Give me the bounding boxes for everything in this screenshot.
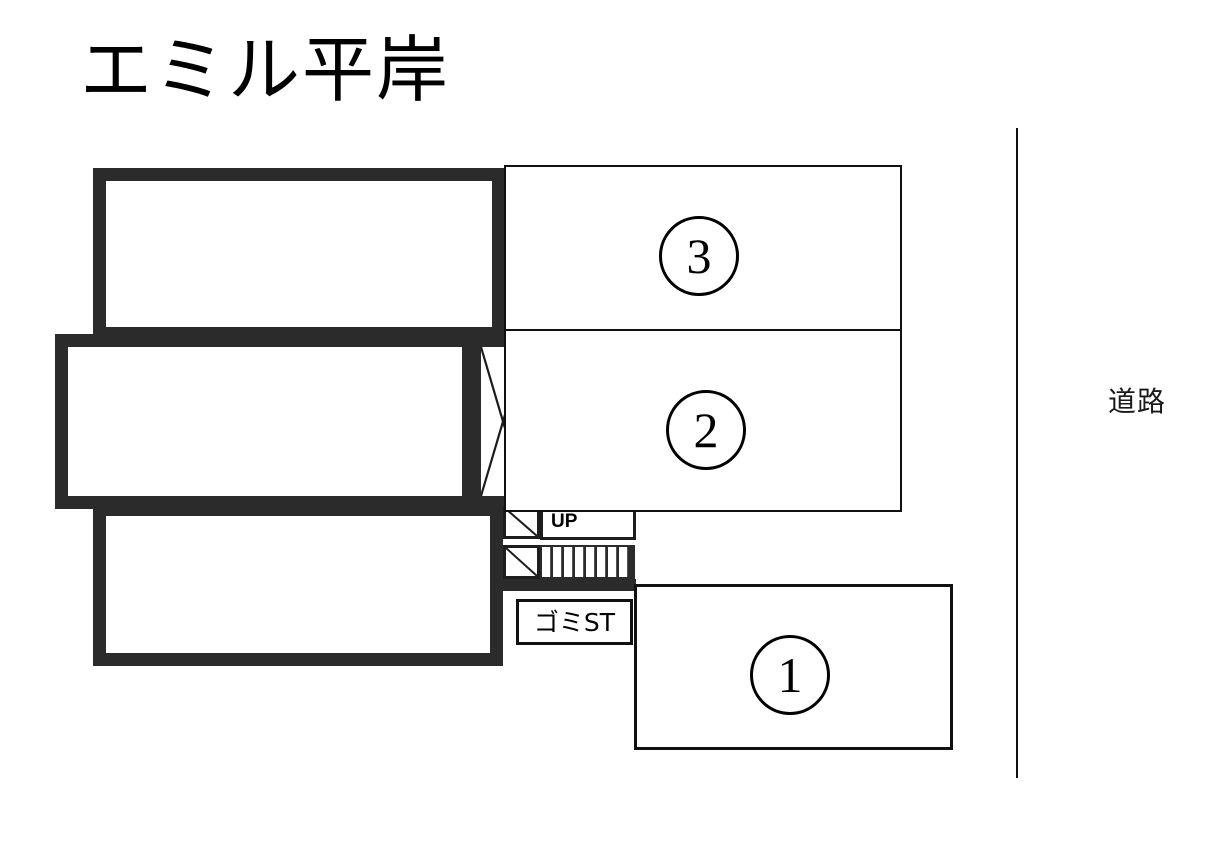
parking-stall-number-3: 3 <box>659 216 739 296</box>
building-block-upper <box>93 168 505 340</box>
building-block-middle <box>55 334 475 509</box>
stair-treads-icon <box>540 545 635 579</box>
road-boundary-line <box>1016 128 1018 778</box>
garbage-station-label: ゴミST <box>533 607 616 637</box>
garbage-station-box: ゴミST <box>516 599 633 645</box>
diagonal-slash-icon <box>506 509 537 536</box>
building-block-lower <box>93 503 503 666</box>
stair-base-wall <box>503 579 636 591</box>
parking-stall-number-2: 2 <box>666 390 746 470</box>
stair-landing-lower <box>503 545 540 579</box>
stair-up-label: UP <box>551 511 578 532</box>
road-label: 道路 <box>1108 385 1167 418</box>
page-title: エミル平岸 <box>80 28 451 112</box>
parking-stall-number-1: 1 <box>750 635 830 715</box>
diagonal-slash-icon <box>506 548 537 576</box>
stair-treads <box>540 545 635 579</box>
